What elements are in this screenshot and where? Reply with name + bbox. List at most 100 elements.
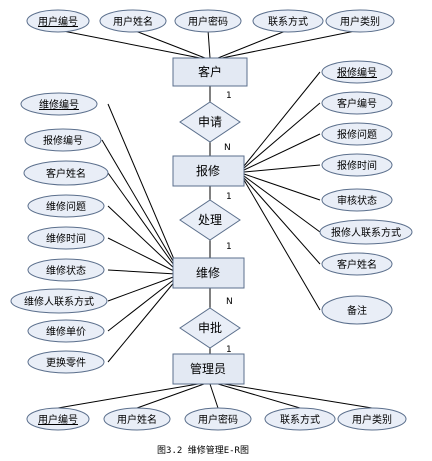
report-attr-primary-key: 报修编号: [337, 66, 377, 79]
cardinalities: 1 N 1 1 N 1: [224, 91, 233, 355]
repair-attr-primary-key: 维修编号: [39, 98, 79, 111]
admin-attr-label: 用户类别: [352, 413, 392, 426]
admin-attr-oval: [26, 407, 90, 431]
edge-admin-attr-2: [209, 383, 219, 409]
report-attr-label: 审核状态: [337, 194, 377, 207]
report-attr-oval: [321, 60, 393, 84]
cardinality-label: 1: [226, 91, 232, 101]
admin-attr-label: 用户密码: [198, 413, 238, 426]
admin-attr-label: 用户姓名: [117, 413, 157, 426]
edge-report-attr-6: [243, 177, 321, 265]
report-attr-label: 备注: [347, 304, 367, 317]
edge-customer-attr-1: [132, 29, 206, 59]
edge-repair-attr-0: [107, 103, 177, 265]
admin-attr-oval: [337, 407, 407, 431]
customer-attr-oval: [26, 9, 90, 33]
edge-report-attr-5: [243, 175, 321, 233]
customer-attr-oval: [174, 9, 242, 33]
customer-attr-label: 用户姓名: [113, 15, 153, 28]
customer-attr-oval: [252, 9, 324, 33]
relationship-approve: [179, 307, 241, 349]
edge-customer-attr-3: [217, 29, 289, 59]
repair-attr-oval: [27, 350, 105, 374]
repair-attr-label: 报修编号: [43, 134, 83, 147]
repair-attr-oval: [27, 258, 105, 282]
admin-attributes: 用户编号 用户姓名 用户密码 联系方式 用户类别: [26, 407, 407, 431]
edge-admin-attr-1: [136, 383, 205, 409]
entity-repair: [172, 257, 245, 289]
repair-attr-oval: [24, 128, 102, 152]
figure-caption: 图3.2 维修管理E-R图: [157, 444, 249, 456]
edge-report-attr-3: [243, 164, 321, 173]
report-attr-label: 客户姓名: [337, 258, 377, 271]
repair-attr-oval: [27, 319, 105, 343]
repair-attributes: 维修编号 报修编号 客户姓名 维修问题 维修时间 维修状态 维修人联系方式 维修…: [10, 92, 109, 374]
repair-attr-oval: [27, 194, 105, 218]
repair-attr-oval: [20, 92, 98, 116]
edge-repair-attr-5: [107, 269, 177, 275]
cardinality-label: 1: [226, 345, 232, 355]
edge-repair-attr-4: [107, 237, 177, 273]
edge-report-attr-7: [243, 179, 321, 311]
customer-attr-oval: [325, 9, 395, 33]
entity-customer: [172, 57, 248, 87]
relationships: 申请 处理 申批: [179, 101, 241, 349]
report-attr-oval: [321, 91, 393, 115]
entity-customer-label: 客户: [198, 64, 222, 79]
edge-report-attr-0: [243, 71, 321, 167]
report-attr-oval: [321, 188, 393, 212]
report-attr-label: 客户编号: [337, 97, 377, 110]
customer-attr-oval: [99, 9, 167, 33]
edge-repair-attr-1: [101, 139, 177, 267]
edge-repair-attr-8: [107, 279, 177, 363]
edge-repair-attr-6: [107, 275, 177, 302]
entity-admin-label: 管理员: [190, 361, 226, 376]
customer-attr-label: 联系方式: [268, 15, 308, 28]
edge-report-attr-2: [243, 133, 321, 171]
repair-attr-oval: [10, 288, 108, 314]
edge-admin-attr-4: [223, 383, 373, 409]
edge-repair-attr-7: [107, 277, 177, 332]
report-attr-label: 报修问题: [337, 128, 377, 141]
repair-attr-label: 客户姓名: [46, 167, 86, 180]
cardinality-label: 1: [226, 192, 232, 202]
edge-customer-attr-4: [221, 29, 361, 59]
repair-attr-oval: [23, 160, 109, 186]
cardinality-label: N: [226, 297, 233, 307]
report-attr-oval: [321, 295, 393, 325]
report-attr-label: 报修人联系方式: [331, 226, 401, 239]
edge-admin-attr-0: [57, 383, 199, 409]
relationship-apply: [179, 101, 241, 143]
admin-attr-oval: [184, 407, 252, 431]
report-attr-oval: [321, 122, 393, 146]
cardinality-label: N: [224, 143, 231, 153]
report-attr-oval: [319, 219, 413, 245]
repair-attr-label: 维修人联系方式: [24, 295, 94, 308]
edge-report-attr-1: [243, 102, 321, 169]
edges: [57, 29, 373, 409]
edge-repair-attr-3: [107, 205, 177, 271]
entity-repair-report-label: 报修: [196, 163, 220, 178]
entity-admin: [172, 353, 245, 385]
edge-repair-attr-2: [107, 172, 177, 269]
report-attributes: 报修编号 客户编号 报修问题 报修时间 审核状态 报修人联系方式 客户姓名 备注: [319, 60, 413, 325]
admin-attr-primary-key: 用户编号: [38, 413, 78, 426]
customer-attributes: 用户编号 用户姓名 用户密码 联系方式 用户类别: [26, 9, 395, 33]
repair-attr-oval: [27, 226, 105, 250]
customer-attr-label: 用户密码: [188, 15, 228, 28]
edge-report-attr-4: [243, 173, 321, 201]
entity-repair-label: 维修: [196, 265, 220, 280]
relationship-handle-label: 处理: [198, 213, 222, 227]
edge-customer-attr-2: [207, 29, 211, 59]
admin-attr-oval: [103, 407, 171, 431]
admin-attr-label: 联系方式: [280, 413, 320, 426]
cardinality-label: 1: [226, 242, 232, 252]
relationship-handle: [179, 199, 241, 241]
relationship-apply-label: 申请: [198, 115, 222, 129]
repair-attr-label: 维修时间: [46, 232, 86, 245]
report-attr-oval: [321, 252, 393, 276]
report-attr-oval: [321, 153, 393, 177]
repair-attr-label: 维修状态: [46, 264, 86, 277]
